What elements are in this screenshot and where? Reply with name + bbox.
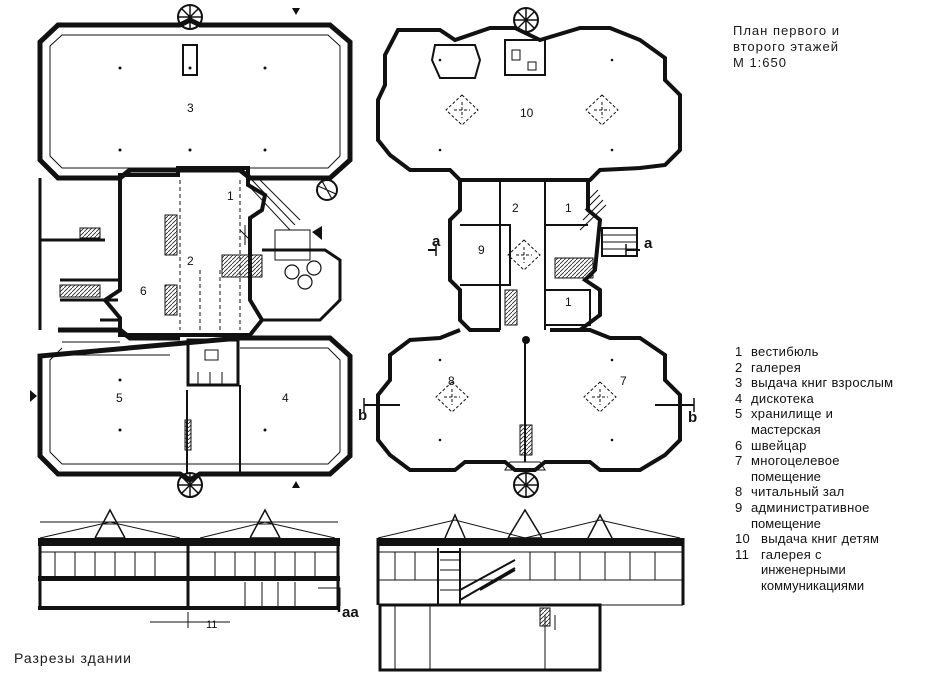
section-mark-b-left: b (358, 407, 367, 424)
section-aa (38, 508, 341, 628)
gallery-block-p2 (448, 180, 603, 332)
plan2-label-9: 9 (478, 243, 485, 257)
sections-caption: Разрезы здании (14, 650, 132, 666)
section-bb (376, 508, 685, 672)
plan1-label-2: 2 (187, 254, 194, 268)
plan2-label-10: 10 (520, 106, 534, 120)
section-mark-a-right: a (644, 235, 653, 252)
plan2-label-1b: 1 (565, 295, 572, 309)
scale-label: М 1:650 (733, 55, 787, 70)
section-mark-a-left: a (432, 233, 441, 250)
plan1-label-6: 6 (140, 284, 147, 298)
plan2-label-8: 8 (448, 374, 455, 388)
hall-3-wall (37, 17, 353, 181)
section-mark-11: 11 (206, 619, 217, 631)
plan1-label-4: 4 (282, 391, 289, 405)
legend-item-continuation: мастерская (751, 421, 821, 437)
second-floor-plan (363, 7, 695, 498)
title-line-2: второго этажей (733, 39, 839, 54)
plan1-label-1: 1 (227, 189, 234, 203)
section-mark-b-right: b (688, 409, 697, 426)
hall-5-4-wall (37, 327, 353, 483)
plan2-label-2: 2 (512, 201, 519, 215)
legend-item-continuation: коммуникациями (761, 577, 865, 593)
plan1-label-3: 3 (187, 101, 194, 115)
legend-item-continuation: помещение (751, 468, 821, 484)
legend-item-continuation: помещение (751, 515, 821, 531)
plan2-label-7: 7 (620, 374, 627, 388)
plan1-label-5: 5 (116, 391, 123, 405)
plan2-label-1a: 1 (565, 201, 572, 215)
gallery-block (102, 166, 268, 337)
first-floor-plan (30, 4, 353, 498)
legend-item-continuation: инженерными (761, 562, 846, 578)
hall-10-wall (376, 26, 682, 182)
title-line-1: План первого и (733, 23, 840, 38)
section-mark-aa: aa (342, 604, 359, 621)
